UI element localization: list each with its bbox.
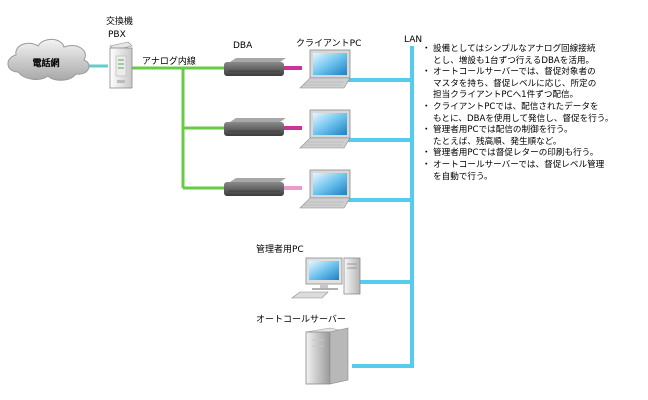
autocall-server-label: オートコールサーバー: [256, 314, 346, 325]
note-line: を自動で行う。: [433, 171, 493, 182]
dba-device: [224, 178, 286, 196]
dba-device: [224, 118, 286, 136]
dba-device: [224, 58, 286, 76]
note-item: 管理者用PCでは配信の制御を行う。たとえば、残高順、発生順など。: [422, 125, 644, 148]
note-line: クライアントPCでは、配信されたデータを: [433, 101, 599, 112]
note-item: オートコールサーバーでは、督促対象者のマスタを持ち、督促レベルに応じ、所定の担当…: [422, 67, 644, 102]
client-pc-laptop: [299, 109, 351, 149]
dba-label: DBA: [233, 41, 253, 51]
note-line: 管理者用PCでは配信の制御を行う。: [433, 125, 573, 136]
client-pc-laptop: [299, 49, 351, 89]
note-line: たとえば、残高順、発生順など。: [433, 136, 562, 147]
client-pc-laptop: [299, 169, 351, 209]
pbx-device: 交換機 PBX: [106, 15, 133, 89]
note-line: オートコールサーバーでは、督促レベル管理: [433, 159, 605, 170]
analog-lines: [130, 66, 228, 190]
note-line: とし、増設も1台ずつ行えるDBAを活用。: [433, 55, 595, 66]
note-line: オートコールサーバーでは、督促対象者の: [433, 67, 596, 78]
note-item: クライアントPCでは、配信されたデータをもとに、DBAを使用して発信し、督促を行…: [422, 101, 644, 125]
note-item: 管理者用PCでは督促レターの印刷も行う。: [422, 148, 644, 160]
analog-line-label: アナログ内線: [142, 55, 196, 67]
client-pc-label: クライアントPC: [296, 38, 361, 49]
note-line: マスタを持ち、督促レベルに応じ、所定の: [433, 78, 597, 89]
phone-network-cloud: 電話網: [7, 38, 90, 81]
pbx-label: PBX: [108, 30, 126, 40]
admin-pc: [291, 257, 361, 299]
note-line: もとに、DBAを使用して発信し、督促を行う。: [433, 113, 614, 124]
admin-pc-label: 管理者用PC: [256, 243, 304, 255]
note-line: 管理者用PCでは督促レターの印刷も行う。: [433, 148, 599, 159]
note-line: 設備としてはシンプルなアナログ回線接続: [433, 44, 596, 54]
lan-label: LAN: [404, 35, 422, 45]
autocall-server: [305, 327, 349, 385]
dba-pc-links: [284, 66, 302, 190]
exchange-label: 交換機: [106, 15, 133, 27]
description-notes: 設備としてはシンプルなアナログ回線接続とし、増設も1台ずつ行えるDBAを活用。オ…: [422, 44, 644, 183]
lan-lines: [346, 46, 414, 368]
phone-network-label: 電話網: [32, 57, 59, 69]
note-line: 担当クライアントPCへ1件ずつ配信。: [433, 90, 579, 101]
